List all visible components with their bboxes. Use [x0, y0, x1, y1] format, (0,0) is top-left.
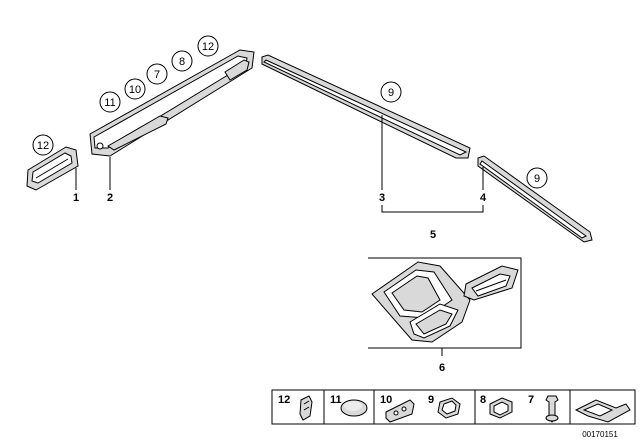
- bracket-5: [381, 205, 484, 213]
- fastener-legend: 12 11 10 9 8 7: [271, 389, 636, 425]
- svg-text:10: 10: [129, 84, 141, 96]
- svg-text:11: 11: [104, 97, 115, 109]
- legend-item-8[interactable]: 8: [480, 394, 513, 419]
- label-6: 6: [439, 362, 445, 374]
- svg-text:8: 8: [480, 394, 486, 406]
- legend-item-7[interactable]: 7: [528, 394, 559, 423]
- svg-text:12: 12: [202, 41, 214, 53]
- label-3: 3: [379, 192, 385, 204]
- callout-12-left[interactable]: 12: [32, 134, 54, 156]
- legend-item-9[interactable]: 9: [428, 394, 461, 419]
- svg-text:10: 10: [380, 394, 392, 406]
- document-id: 00170151: [582, 430, 618, 439]
- legend-item-generic-clip-icon[interactable]: [574, 399, 631, 423]
- label-4: 4: [480, 192, 487, 204]
- box-6: [368, 257, 522, 349]
- label-5: 5: [430, 229, 436, 241]
- svg-text:9: 9: [534, 173, 540, 185]
- svg-text:11: 11: [330, 394, 342, 406]
- callout-8[interactable]: 8: [171, 50, 193, 72]
- svg-text:8: 8: [179, 56, 185, 68]
- part-3-sill-strip[interactable]: [261, 54, 471, 159]
- callout-10[interactable]: 10: [124, 78, 146, 100]
- svg-text:12: 12: [278, 394, 290, 406]
- part-4-sill-strip[interactable]: [477, 155, 593, 243]
- svg-text:12: 12: [37, 140, 49, 152]
- callout-11[interactable]: 11: [99, 91, 121, 113]
- legend-item-11[interactable]: 11: [330, 394, 368, 417]
- svg-text:7: 7: [154, 69, 160, 81]
- label-2: 2: [107, 192, 113, 204]
- legend-item-10[interactable]: 10: [380, 394, 415, 423]
- part-1-trim[interactable]: [26, 146, 79, 191]
- label-1: 1: [73, 192, 79, 204]
- legend-item-12[interactable]: 12: [278, 394, 313, 421]
- svg-text:9: 9: [428, 394, 434, 406]
- callout-9-lower[interactable]: 9: [526, 167, 548, 189]
- part-2-dash-trim[interactable]: [89, 49, 255, 157]
- callout-12-top[interactable]: 12: [197, 35, 219, 57]
- callout-7[interactable]: 7: [146, 63, 168, 85]
- part-6-console-trim[interactable]: [371, 261, 519, 343]
- callout-9-upper[interactable]: 9: [380, 81, 402, 103]
- svg-text:9: 9: [388, 87, 394, 99]
- svg-text:7: 7: [528, 394, 534, 406]
